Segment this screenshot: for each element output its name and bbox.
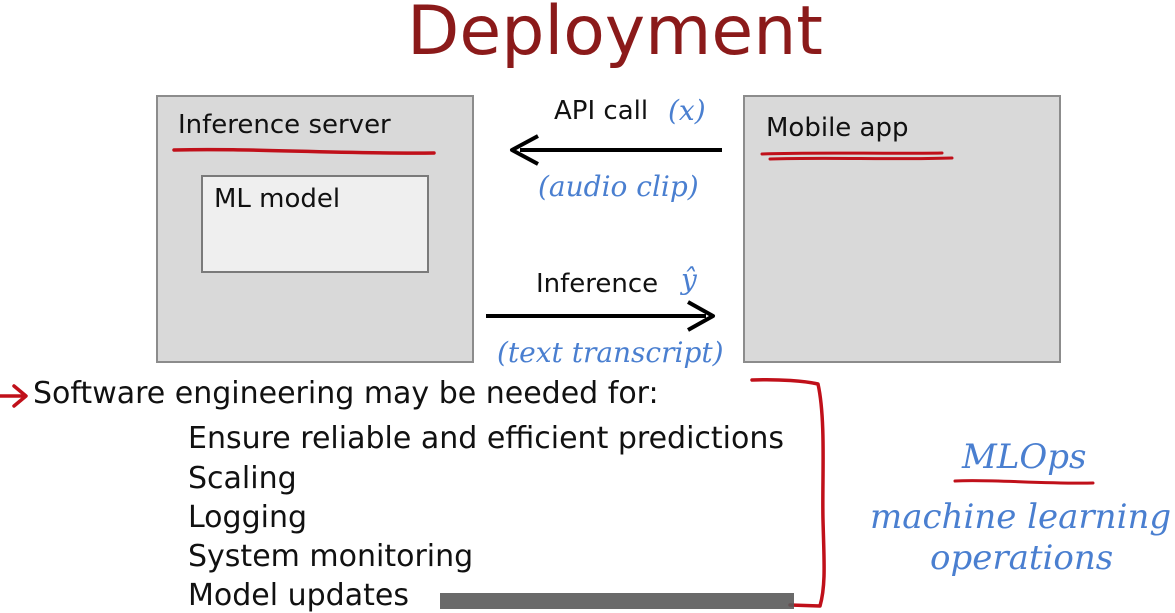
api-call-note: (audio clip) bbox=[538, 170, 699, 203]
response-arrow bbox=[486, 300, 715, 332]
page-title: Deployment bbox=[407, 0, 823, 71]
api-call-symbol: (x) bbox=[668, 94, 706, 127]
api-call-label: API call bbox=[554, 96, 649, 126]
mobile-app-box bbox=[743, 95, 1061, 363]
pointer-arrow-icon bbox=[0, 384, 28, 408]
list-item: Model updates bbox=[188, 578, 409, 613]
requirements-bracket bbox=[750, 378, 826, 608]
ml-model-label: ML model bbox=[214, 184, 341, 214]
list-item: Scaling bbox=[188, 461, 297, 496]
inference-label: Inference bbox=[536, 269, 659, 299]
ml-model-box bbox=[201, 175, 429, 273]
mlops-acronym: MLOps bbox=[962, 437, 1087, 477]
inference-symbol: ŷ bbox=[681, 263, 697, 296]
mlops-expansion-line1: machine learning bbox=[870, 497, 1172, 537]
list-item: Ensure reliable and efficient prediction… bbox=[188, 421, 785, 456]
server-underline bbox=[172, 147, 436, 155]
list-item: Logging bbox=[188, 500, 308, 535]
inference-server-label: Inference server bbox=[178, 110, 391, 140]
mobile-underline bbox=[760, 151, 954, 161]
mlops-expansion-line2: operations bbox=[930, 538, 1114, 578]
inference-note: (text transcript) bbox=[497, 336, 724, 369]
request-arrow bbox=[510, 134, 722, 166]
list-item: System monitoring bbox=[188, 539, 474, 574]
subtitle-bar bbox=[440, 593, 794, 609]
intro-text: Software engineering may be needed for: bbox=[33, 376, 659, 411]
mlops-underline bbox=[953, 479, 1095, 485]
mobile-app-label: Mobile app bbox=[766, 113, 909, 143]
